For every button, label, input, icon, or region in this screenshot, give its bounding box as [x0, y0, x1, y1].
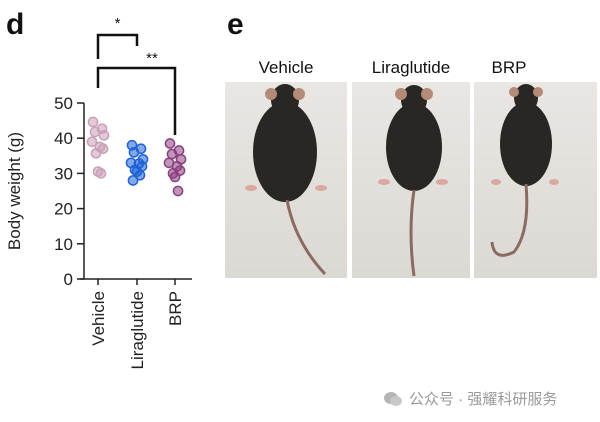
- photo-label-vehicle: Vehicle: [258, 58, 314, 77]
- watermark-text: 公众号 · 强耀科研服务: [409, 391, 558, 408]
- photo-label-brp: BRP: [491, 58, 527, 77]
- data-point: [172, 185, 184, 197]
- data-point: [90, 147, 102, 159]
- data-point: [127, 175, 139, 186]
- data-point: [89, 126, 101, 138]
- significance-label: **: [146, 50, 158, 67]
- mouse-photo-vehicle: [225, 82, 347, 278]
- mouse-photo-liraglutide: [352, 82, 470, 278]
- y-tick-label: 30: [54, 164, 73, 183]
- panel-letter-e: e: [227, 8, 244, 41]
- data-point: [166, 148, 178, 160]
- data-point: [98, 130, 110, 141]
- wechat-icon: [383, 391, 403, 407]
- data-point: [86, 136, 98, 148]
- y-tick-label: 0: [64, 270, 73, 289]
- data-point: [134, 169, 146, 181]
- watermark: 公众号 · 强耀科研服务: [383, 388, 557, 409]
- y-tick-label: 10: [54, 235, 73, 254]
- data-point: [95, 168, 107, 179]
- panel-letter-d: d: [6, 8, 25, 41]
- data-point: [128, 146, 140, 158]
- y-axis-label: Body weight (g): [5, 132, 24, 250]
- x-tick-label: Vehicle: [89, 291, 108, 346]
- significance-bracket: [96, 33, 139, 59]
- y-tick-label: 40: [54, 129, 73, 148]
- data-point: [164, 138, 176, 149]
- photo-label-liraglutide: Liraglutide: [371, 58, 451, 77]
- y-tick-label: 20: [54, 200, 73, 219]
- y-tick-label: 50: [54, 94, 73, 113]
- significance-label: *: [115, 15, 121, 32]
- data-point: [87, 116, 99, 128]
- x-tick-label: Liraglutide: [128, 291, 147, 369]
- significance-bracket: [96, 66, 177, 135]
- data-point: [169, 171, 181, 183]
- x-tick-label: BRP: [166, 291, 185, 326]
- mouse-photo-brp: [474, 82, 597, 278]
